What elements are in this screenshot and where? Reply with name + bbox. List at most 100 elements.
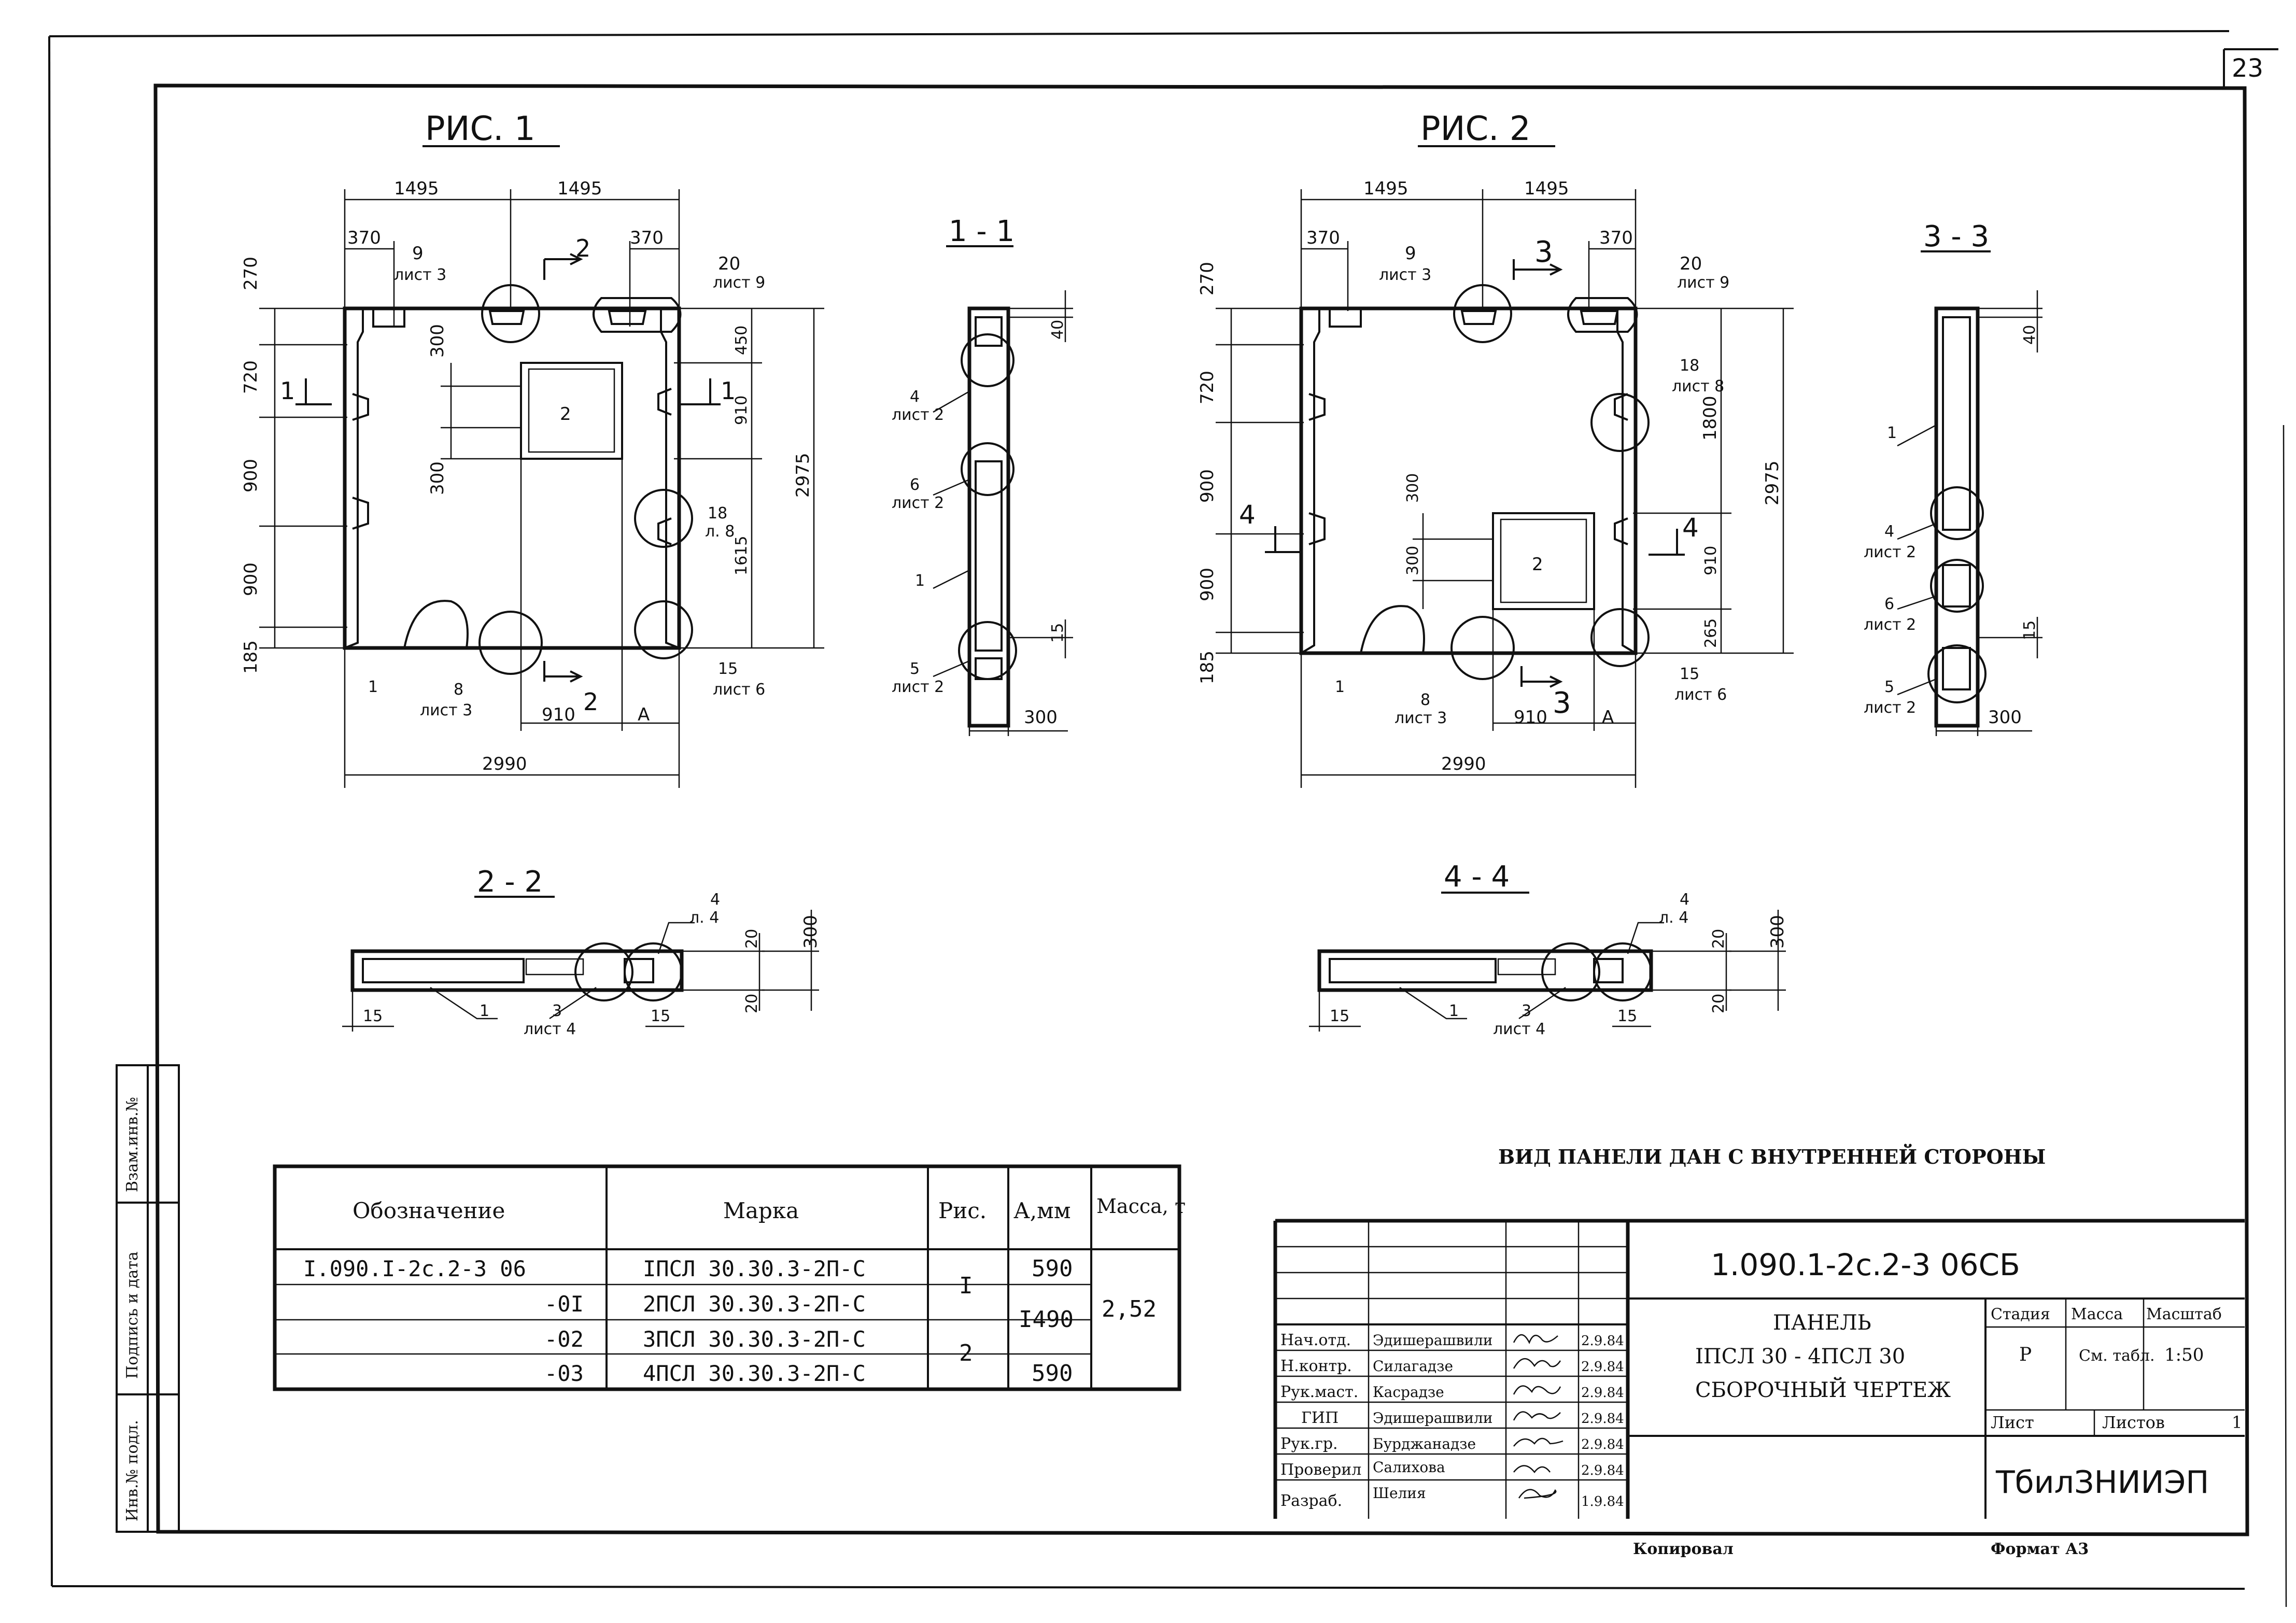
- section-2-2-drawing: [342, 922, 765, 1032]
- title-line-2: IПСЛ 30 - 4ПСЛ 30: [1695, 1345, 1905, 1368]
- fig1-dim-900b: 900: [241, 562, 261, 596]
- fig1-callout-9: 9: [412, 243, 424, 264]
- person-name: Шелия: [1373, 1485, 1426, 1502]
- fig2-dim-370-left: 370: [1306, 228, 1340, 248]
- sheet-label: Лист: [1991, 1413, 2034, 1432]
- section-2-2-c4: 4: [710, 891, 720, 909]
- fig1-dim-300-bot: 300: [427, 461, 448, 495]
- section-3-3-title: 3 - 3: [1923, 220, 1989, 253]
- spec-row-mark: 4ПСЛ 30.30.3-2П-С: [643, 1361, 866, 1386]
- fig1-callout-18: 18: [708, 504, 727, 523]
- person-name: Касрадзе: [1373, 1384, 1444, 1401]
- fig2-dim-910: 910: [1514, 707, 1547, 728]
- fig2-callout-20-sheet: лист 9: [1677, 274, 1729, 292]
- fig2-section-arrow-bottom: 3: [1553, 686, 1571, 720]
- section-4-4-c4: 4: [1680, 891, 1689, 909]
- fig2-dim-900b: 900: [1197, 568, 1218, 601]
- fig2-section-arrow-top: 3: [1534, 235, 1553, 269]
- fig2-callout-8: 8: [1420, 691, 1430, 709]
- person-role: Нач.отд.: [1280, 1331, 1351, 1349]
- section-4-4-title: 4 - 4: [1444, 860, 1510, 894]
- person-date: 2.9.84: [1581, 1333, 1624, 1349]
- fig1-callout-15-sheet: лист 6: [713, 681, 765, 699]
- fig2-dim-300-top: 300: [1404, 473, 1422, 503]
- fig2-dim-1495-right: 1495: [1524, 178, 1569, 199]
- spec-row-a: 590: [1032, 1360, 1073, 1387]
- spec-row-mark: 2ПСЛ 30.30.3-2П-С: [643, 1291, 866, 1317]
- fig1-arrow-right: 1: [721, 377, 736, 405]
- scale-header: Масштаб: [2146, 1305, 2222, 1323]
- person-date: 2.9.84: [1581, 1411, 1624, 1427]
- spec-row-mark: IПСЛ 30.30.3-2П-С: [643, 1256, 866, 1281]
- fig2-dim-370-right: 370: [1599, 228, 1633, 248]
- spec-row-designation: -02: [544, 1326, 584, 1352]
- signatures: [1513, 1334, 1563, 1499]
- doc-code: 1.090.1-2c.2-3 06CБ: [1711, 1247, 2020, 1282]
- fig1-arrow-left: 1: [280, 377, 295, 405]
- fig2-dim-1800: 1800: [1700, 396, 1721, 441]
- fig1-dim-1495-left: 1495: [394, 178, 439, 199]
- person-date: 2.9.84: [1581, 1359, 1624, 1375]
- section-1-1-c4-sheet: лист 2: [892, 406, 944, 424]
- fig1-callout-20: 20: [718, 253, 740, 274]
- footer-copied: Копировал: [1633, 1540, 1734, 1558]
- sheets-count: 1: [2232, 1413, 2242, 1432]
- section-4-4-drawing: [1309, 922, 1731, 1032]
- section-4-4-c1: 1: [1449, 1002, 1459, 1020]
- fig1-dimension-lines: [259, 189, 824, 788]
- section-1-1-c6-sheet: лист 2: [892, 494, 944, 512]
- section-4-4-d15a: 15: [1330, 1007, 1349, 1025]
- fig2-dim-270: 270: [1197, 262, 1218, 295]
- fig1-callout-8-sheet: лист 3: [420, 701, 472, 719]
- spec-header-designation: Обозначение: [353, 1198, 505, 1223]
- person-role: Рук.маст.: [1280, 1383, 1358, 1401]
- fig2-callout-18-sheet: лист 8: [1672, 377, 1724, 396]
- section-3-3-c5-sheet: лист 2: [1864, 699, 1916, 717]
- section-4-4-d20b: 20: [1710, 994, 1728, 1013]
- fig2-dim-A: А: [1602, 707, 1614, 728]
- fig2-callout-8-sheet: лист 3: [1394, 709, 1447, 727]
- section-2-2-c3: 3: [552, 1002, 562, 1020]
- side-stamp-replace: Взам.инв.№: [123, 1097, 142, 1192]
- spec-row-designation: -03: [544, 1361, 584, 1386]
- personnel-rows: Нач.отд. Эдишерашвили 2.9.84 Н.контр. Си…: [1280, 1331, 1624, 1510]
- fig1-dim-300-top: 300: [427, 324, 448, 358]
- section-2-2-title: 2 - 2: [477, 865, 543, 899]
- view-note: ВИД ПАНЕЛИ ДАН С ВНУТРЕННЕЙ СТОРОНЫ: [1498, 1144, 2046, 1168]
- sheet-number: 23: [2232, 54, 2263, 83]
- fig1-dim-1495-right: 1495: [557, 178, 602, 199]
- fig1-dim-450: 450: [733, 326, 751, 355]
- spec-header-fig: Рис.: [938, 1198, 987, 1223]
- section-3-3-dim-width: 300: [1988, 707, 2022, 728]
- fig2-dim-910v: 910: [1702, 546, 1720, 575]
- spec-row-a: I490: [1019, 1306, 1074, 1333]
- section-3-3-c4: 4: [1884, 523, 1894, 541]
- fig2-dim-900a: 900: [1197, 469, 1218, 503]
- section-3-3-dim-top: 40: [2021, 325, 2039, 345]
- mass-header: Масса: [2071, 1305, 2123, 1323]
- person-role: Н.контр.: [1280, 1357, 1352, 1375]
- fig2-panel-outline: [1299, 306, 1638, 655]
- fig2-callout-15-sheet: лист 6: [1674, 686, 1727, 704]
- fig2-callout-circles: [1450, 284, 1650, 680]
- title-line-1: ПАНЕЛЬ: [1773, 1311, 1871, 1335]
- fig1-dim-900a: 900: [241, 459, 261, 492]
- sheet-frame: [48, 30, 2287, 1607]
- fig1-callout-20-sheet: лист 9: [713, 274, 765, 292]
- fig1-dim-270: 270: [241, 257, 261, 290]
- spec-row-designation: I.090.I-2c.2-3 06: [303, 1256, 526, 1281]
- fig2-title: РИС. 2: [1420, 110, 1531, 148]
- stage-value: Р: [2019, 1344, 2032, 1365]
- person-name: Бурджанадзе: [1373, 1435, 1476, 1452]
- section-2-2-d20b: 20: [743, 994, 761, 1013]
- fig1-callout-15: 15: [718, 660, 738, 678]
- fig2-dim-2990: 2990: [1441, 754, 1486, 774]
- fig1-dim-720: 720: [241, 360, 261, 394]
- person-name: Салихова: [1373, 1459, 1445, 1476]
- fig2-arrow-right: 4: [1682, 513, 1699, 543]
- person-name: Эдишерашвили: [1373, 1332, 1492, 1349]
- section-2-2-c4-sheet: л. 4: [689, 909, 719, 927]
- fig1-title: РИС. 1: [425, 110, 536, 148]
- section-1-1-c5-sheet: лист 2: [892, 678, 944, 696]
- fig2-window-mark: 2: [1532, 554, 1543, 575]
